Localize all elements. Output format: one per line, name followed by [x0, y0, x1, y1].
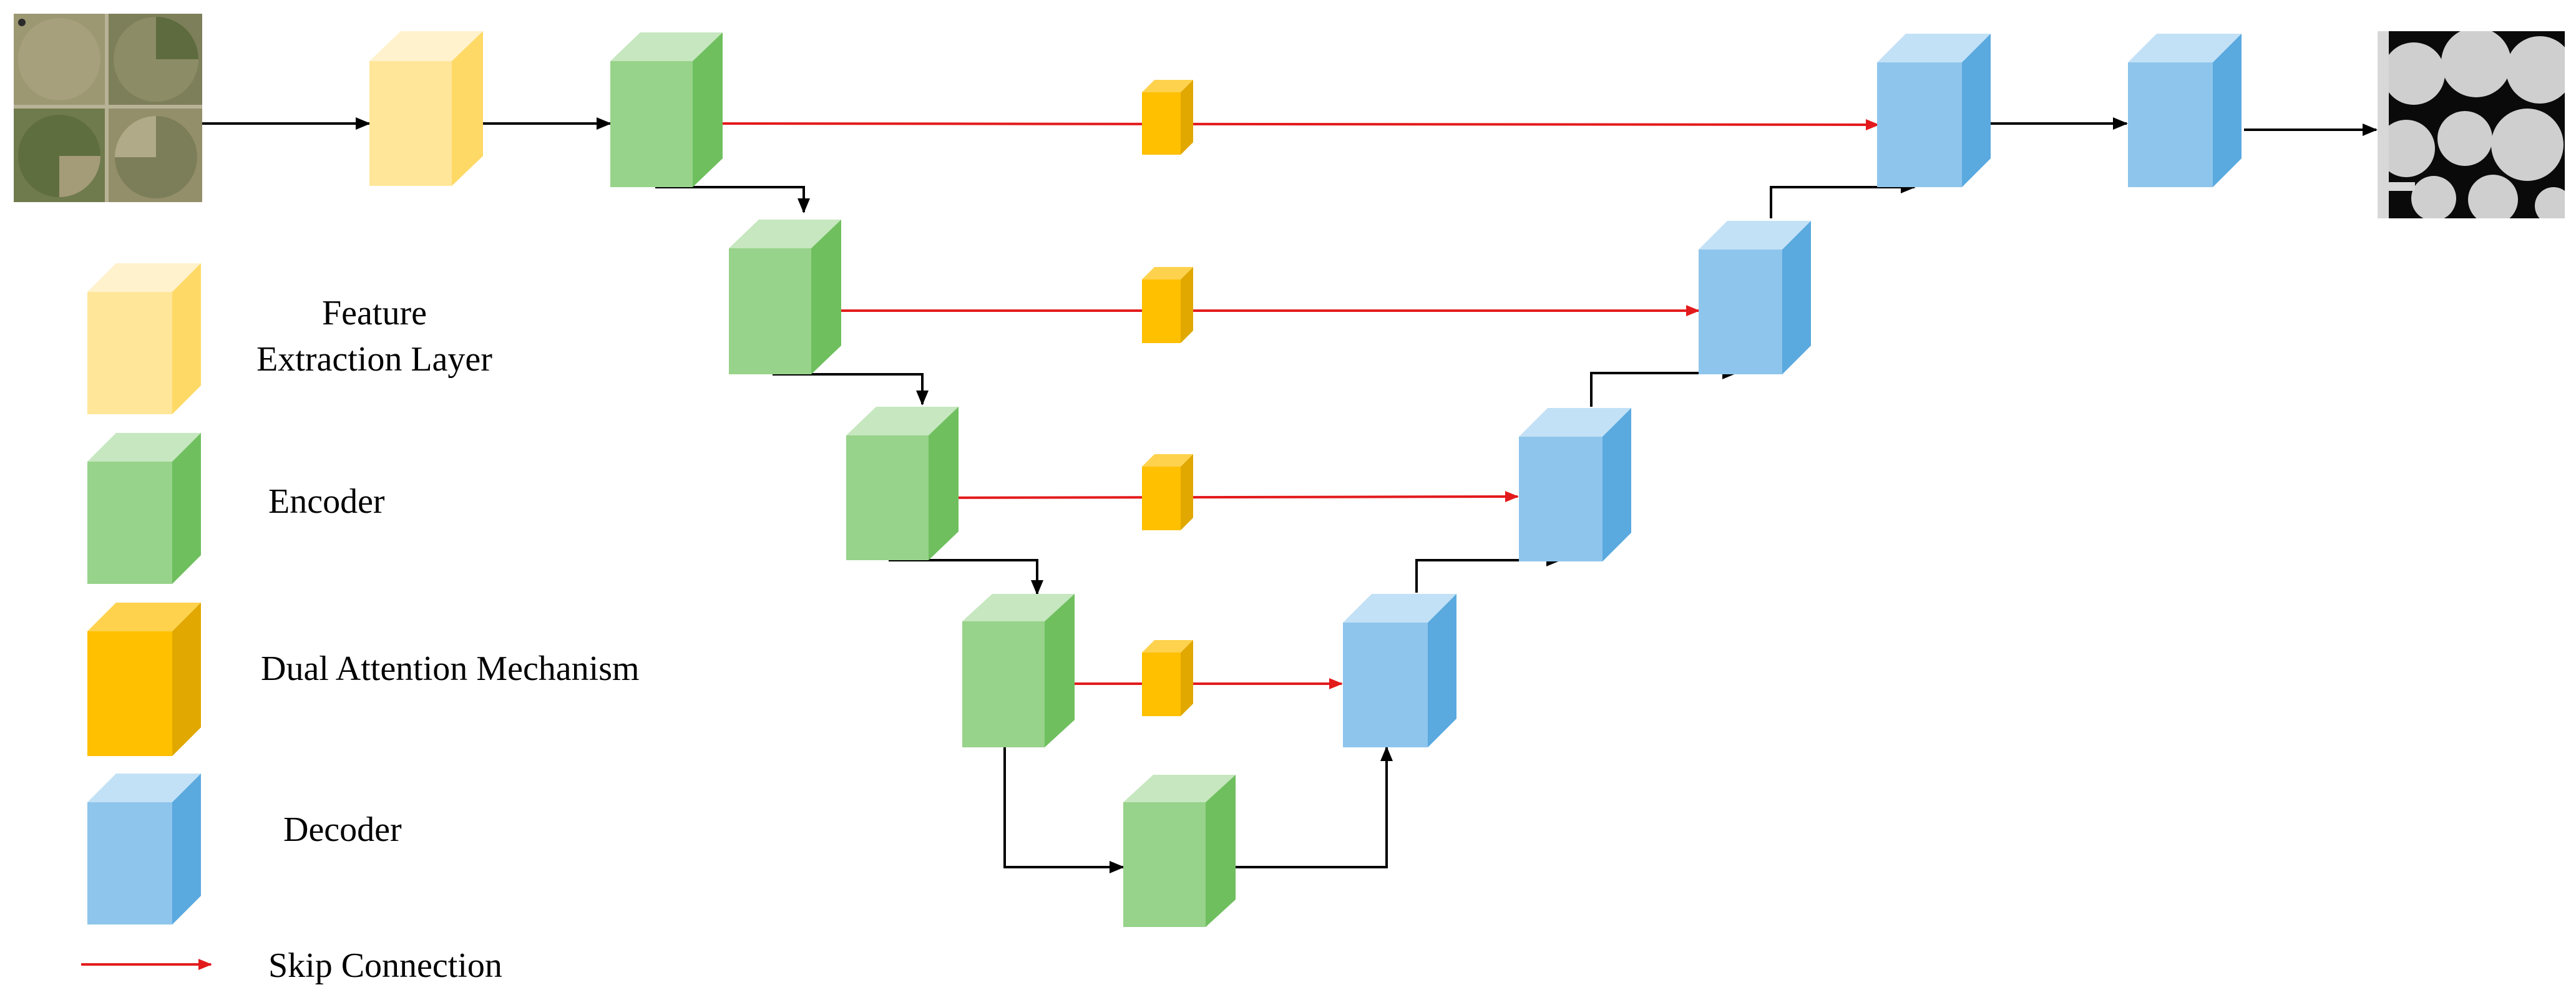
legend-encoder-swatch [87, 433, 201, 584]
legend-feature-label-line2: Extraction Layer [256, 340, 492, 379]
decoder2-to-decoder1-arrow [1770, 181, 1916, 218]
decoder4-to-decoder3-arrow [1415, 554, 1561, 593]
encoder2-to-encoder3-arrow [773, 373, 929, 405]
encoder4-to-bottleneck-arrow [1003, 747, 1125, 873]
decoder-block-3 [1519, 408, 1631, 561]
decoder-block-2 [1699, 221, 1811, 374]
encoder-block-3 [846, 407, 959, 560]
segmentation-mask-icon [2378, 31, 2565, 218]
decoder3-to-decoder2-arrow [1590, 367, 1737, 407]
encoder1-to-encoder2-arrow [655, 186, 810, 213]
legend-decoder-label: Decoder [283, 810, 402, 849]
bottleneck-to-decoder4-arrow [1207, 746, 1393, 868]
dual-attention-block-4 [1142, 640, 1193, 716]
legend-feature-label-line1: Feature [322, 294, 427, 332]
dual-attention-block-2 [1142, 267, 1193, 343]
encoder-block-4 [962, 594, 1075, 747]
dual-attention-block-3 [1142, 454, 1193, 530]
legend-encoder-label: Encoder [268, 482, 385, 521]
skip-connection-1 [693, 119, 1880, 130]
decoder-block-4 [1343, 594, 1456, 747]
bottleneck-block [1123, 775, 1236, 927]
legend-feature-swatch [87, 263, 201, 414]
skip-connection-3 [929, 491, 1519, 503]
encoder-block-2 [729, 220, 841, 374]
feature-extraction-block [369, 31, 483, 186]
legend-skip-label: Skip Connection [268, 946, 502, 985]
legend: Feature Extraction Layer Encoder Dual At… [81, 263, 640, 985]
dual-attention-block-1 [1142, 80, 1193, 155]
skip-connections [693, 119, 1880, 689]
legend-attention-swatch [87, 603, 201, 756]
satellite-image-icon [14, 14, 202, 202]
encoder3-to-encoder4-arrow [889, 559, 1043, 595]
legend-attention-label: Dual Attention Mechanism [261, 649, 640, 688]
legend-decoder-swatch [87, 774, 201, 925]
decoder-block-1 [1877, 34, 1991, 187]
final-decoder-block [2128, 34, 2242, 187]
encoder-block-1 [610, 32, 723, 187]
flow-arrows [202, 117, 2378, 873]
